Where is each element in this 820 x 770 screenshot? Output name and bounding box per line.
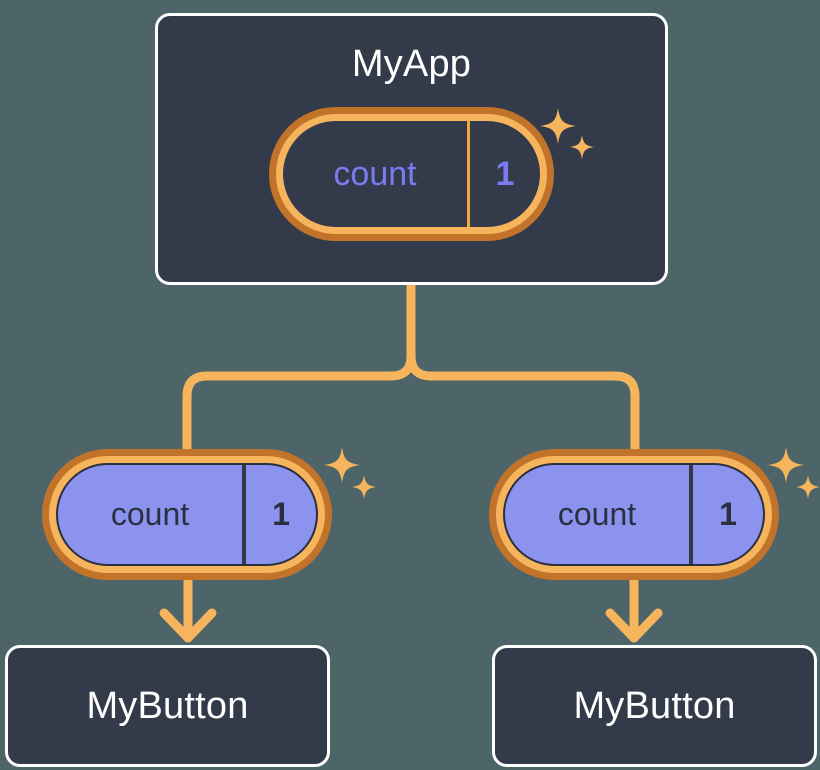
signal-pill-body: count 1 [56,463,318,566]
component-title-mybutton-left: MyButton [86,684,249,727]
component-title-mybutton-right: MyButton [573,684,736,727]
signal-name-child-left: count [58,465,246,564]
connector-app-to-right [406,280,640,461]
signal-value-child-left: 1 [272,496,290,532]
signal-pill-inner-ring: count 1 [496,456,772,573]
signal-name-root: count [283,121,470,227]
signal-value-root: 1 [495,154,515,193]
arrow-left-pill-to-button [159,569,217,643]
signal-value-child-right: 1 [719,496,737,532]
arrow-right-pill-to-button [605,569,663,643]
signal-pill-body: count 1 [503,463,765,566]
signal-pill-child-right[interactable]: count 1 [489,449,779,580]
signal-pill-body: count 1 [283,121,540,227]
component-box-mybutton-right[interactable]: MyButton [492,645,817,767]
signal-pill-child-left[interactable]: count 1 [42,449,332,580]
component-box-mybutton-left[interactable]: MyButton [5,645,330,767]
signal-pill-root[interactable]: count 1 [269,107,554,241]
signal-pill-inner-ring: count 1 [276,114,547,234]
signal-pill-inner-ring: count 1 [49,456,325,573]
component-title-myapp: MyApp [351,43,472,85]
signal-name-child-right: count [505,465,693,564]
connector-app-to-left [182,280,416,461]
